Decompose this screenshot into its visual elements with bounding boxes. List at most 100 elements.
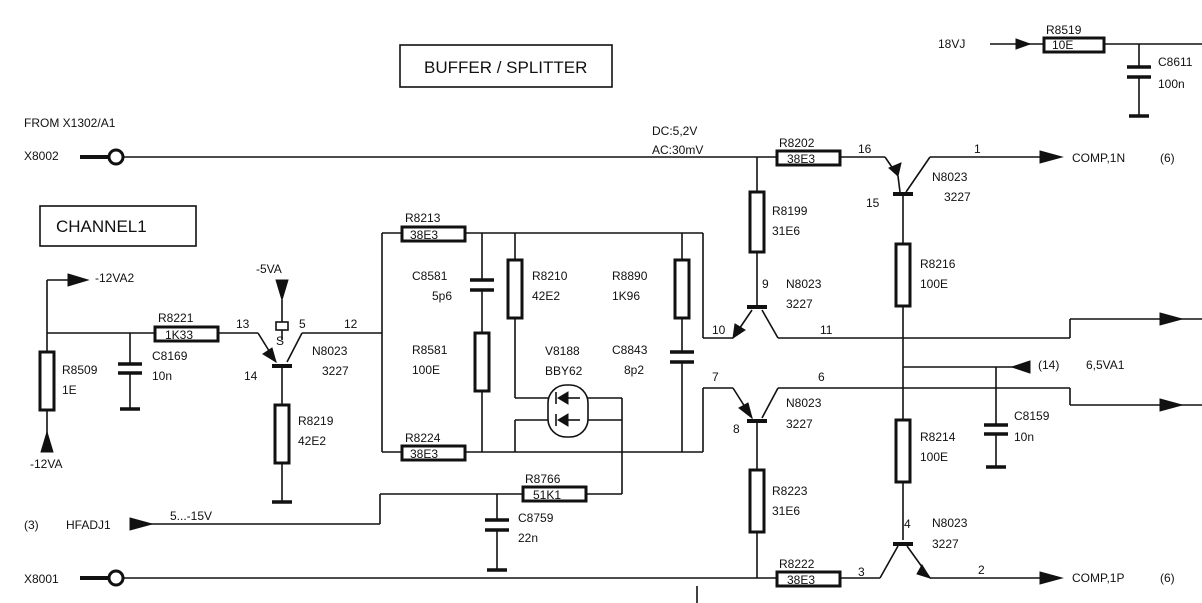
neg5va-label: -5VA [256,262,282,276]
c8843-ref: C8843 [612,343,648,357]
r8224-ref: R8224 [405,431,441,445]
v65-ref: (14) [1038,358,1059,372]
svg-text:BUFFER / SPLITTER: BUFFER / SPLITTER [424,58,587,77]
hfadj-ref: (3) [24,518,39,532]
c8581-value: 5p6 [432,289,452,303]
c8581-ref: C8581 [412,269,448,283]
svg-text:CHANNEL1: CHANNEL1 [56,217,147,236]
r8223-ref: R8223 [772,484,808,498]
r8210-ref: R8210 [532,269,568,283]
svg-text:18VJ: 18VJ [938,37,965,51]
c8159 [984,367,1008,469]
r8199-ref: R8199 [772,204,808,218]
r8219-value: 42E2 [298,434,326,448]
neg12va2-label: -12VA2 [95,271,134,285]
pin-8: 8 [733,422,740,436]
r8224 [400,444,467,462]
r8509-value: 1E [62,383,77,397]
c8843-value: 8p2 [624,363,644,377]
r8214-ref: R8214 [920,430,956,444]
pin-2: 2 [978,563,985,577]
neg12va-label: -12VA [30,457,62,471]
c8611-ref: C8611 [1158,55,1193,69]
transistor-channel [257,332,382,405]
q-top-ref: N8023 [932,170,968,184]
q-ch-value: 3227 [322,364,349,378]
r8519-ref: R8519 [1046,23,1082,37]
q-bot-ref: N8023 [932,516,968,530]
pin-15: 15 [866,196,880,210]
c8159-ref: C8159 [1014,409,1050,423]
r8219-ref: R8219 [298,414,334,428]
q-l-ref: N8023 [786,396,822,410]
r8890-ref: R8890 [612,269,648,283]
r8199 [748,190,766,254]
r8214-value: 100E [920,450,948,464]
pin-7: 7 [712,370,719,384]
c8611-value: 100n [1158,77,1185,91]
r8222-ref: R8222 [779,557,815,571]
r8222 [775,570,842,588]
comp-1p-label: COMP,1P [1072,571,1124,585]
r8210-value: 42E2 [532,289,560,303]
c8581 [470,233,494,333]
c8843 [670,350,694,452]
pin-16: 16 [858,142,872,156]
r8221-ref: R8221 [158,311,194,325]
r8223 [748,468,766,534]
r8216 [894,242,912,308]
r8213-ref: R8213 [405,211,441,225]
pin-1: 1 [974,142,981,156]
r8766-ref: R8766 [525,472,561,486]
r8216-ref: R8216 [920,257,956,271]
r8519-value: 10E [1052,38,1073,52]
r8766-value: 51K1 [533,488,561,502]
v65-label: 6,5VA1 [1086,358,1125,372]
from-label: FROM X1302/A1 [24,116,116,130]
transistor-upper [703,305,1202,340]
pin-5: 5 [299,317,306,331]
comp-1n-ref: (6) [1160,151,1175,165]
r8509-ref: R8509 [62,363,98,377]
switch [275,321,289,331]
c8169 [118,333,142,411]
transistor-bottom [879,542,1064,585]
q-bot-value: 3227 [932,537,959,551]
v8188 [547,384,589,438]
r8213 [400,225,467,243]
r8224-value: 38E3 [410,447,438,461]
r8221-value: 1K33 [165,328,193,342]
r8219 [273,403,291,465]
pin-4: 4 [904,517,911,531]
q-ch-ref: N8023 [312,344,348,358]
r8581-value: 100E [412,363,440,377]
pin-13: 13 [236,317,250,331]
pin-10: 10 [712,323,726,337]
pin-14: 14 [244,369,258,383]
q-u-value: 3227 [786,297,813,311]
c8159-value: 10n [1014,430,1034,444]
r8210 [506,258,524,320]
r8223-value: 31E6 [772,504,800,518]
pin-6: 6 [818,370,825,384]
r8216-value: 100E [920,277,948,291]
comp-1p-ref: (6) [1160,571,1175,585]
c8759-value: 22n [518,531,538,545]
r8199-value: 31E6 [772,224,800,238]
dc-label: DC:5,2V [652,124,697,138]
pin-9: 9 [762,277,769,291]
switch-label: S [276,334,284,348]
transistor-top [888,150,1064,244]
r8581-ref: R8581 [412,343,448,357]
buffer-splitter-title: BUFFER / SPLITTER [399,44,613,88]
x8001-connector [80,569,125,587]
r8222-value: 38E3 [787,573,815,587]
r8214 [894,418,912,484]
r8581 [473,331,491,393]
pin-12: 12 [344,317,358,331]
r8221 [153,325,220,343]
supply-18vj: 18VJ [938,36,1202,118]
v8188-ref: V8188 [545,344,580,358]
r8890-value: 1K96 [612,289,640,303]
